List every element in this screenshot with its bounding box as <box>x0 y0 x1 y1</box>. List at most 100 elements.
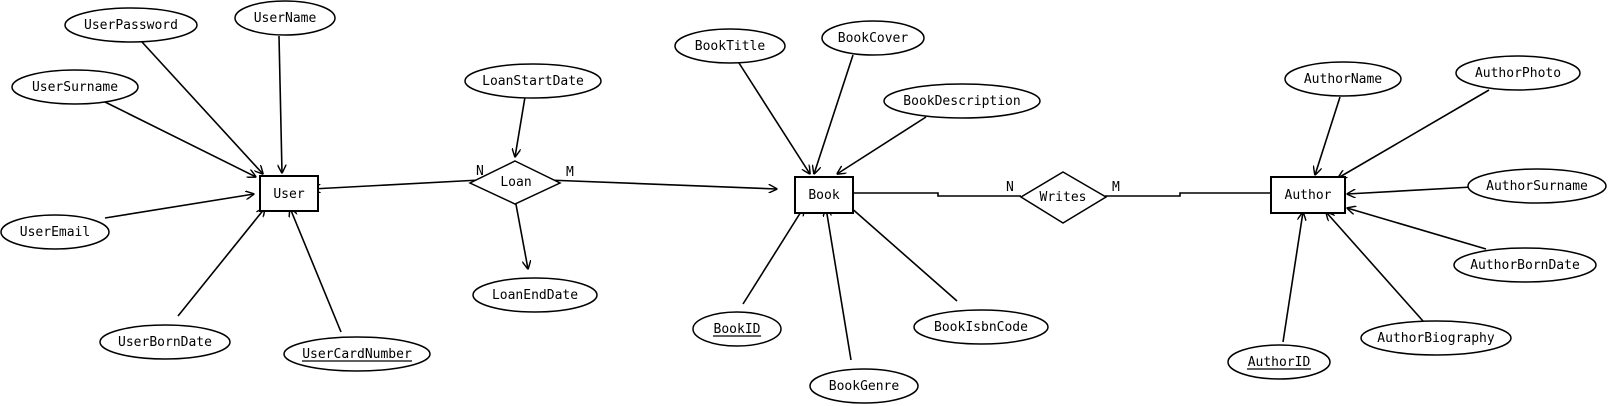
edge-authorid-author <box>1282 212 1303 343</box>
attr-author-surname[interactable]: AuthorSurname <box>1467 168 1607 204</box>
relationship-writes[interactable]: Writes N M <box>1006 171 1120 224</box>
relationship-loan-card-left: N <box>476 164 484 179</box>
attr-book-cover-ellipse <box>821 20 925 56</box>
attr-user-born-date-ellipse <box>99 324 231 360</box>
entity-user-box <box>259 175 319 212</box>
attr-book-title-ellipse <box>674 28 786 64</box>
relationship-writes-diamond <box>1019 171 1108 224</box>
edge-book-writes <box>853 192 1021 197</box>
attr-loan-end-date-ellipse <box>472 277 598 313</box>
attr-user-password-ellipse <box>64 7 198 43</box>
attr-book-title[interactable]: BookTitle <box>674 28 786 64</box>
entity-author-box <box>1270 176 1346 214</box>
attr-author-surname-ellipse <box>1467 168 1607 204</box>
relationship-loan[interactable]: Loan N M <box>468 160 574 205</box>
relationship-loan-diamond <box>468 160 562 205</box>
attr-book-description-label: BookDescription <box>903 94 1020 109</box>
attr-book-cover[interactable]: BookCover <box>821 20 925 56</box>
attr-loan-start-date[interactable]: LoanStartDate <box>464 63 602 99</box>
attr-user-password[interactable]: UserPassword <box>64 7 198 43</box>
attr-book-id[interactable]: BookID <box>692 311 782 347</box>
attr-user-surname-ellipse <box>11 69 139 105</box>
entity-user[interactable]: User <box>259 175 319 212</box>
attr-user-email[interactable]: UserEmail <box>0 214 110 250</box>
attr-loan-end-date-label: LoanEndDate <box>492 288 578 303</box>
edge-loan-book <box>546 179 777 189</box>
attr-book-genre[interactable]: BookGenre <box>809 368 919 404</box>
attr-book-description[interactable]: BookDescription <box>883 83 1041 119</box>
attr-user-email-label: UserEmail <box>20 225 90 240</box>
relationship-loan-card-right: M <box>566 165 574 180</box>
attr-user-name[interactable]: UserName <box>234 0 336 36</box>
attr-user-name-label: UserName <box>254 11 317 26</box>
attr-author-id-label: AuthorID <box>1248 355 1311 370</box>
attr-author-id[interactable]: AuthorID <box>1227 344 1331 380</box>
attr-user-born-date[interactable]: UserBornDate <box>99 324 231 360</box>
attr-author-photo-label: AuthorPhoto <box>1475 66 1561 81</box>
edge-userpassword-user <box>141 41 263 174</box>
edge-loan-loanenddate <box>514 198 528 269</box>
edge-bookid-book <box>742 207 804 305</box>
attr-author-name-ellipse <box>1284 61 1402 97</box>
attr-author-biography-ellipse <box>1360 320 1512 356</box>
attr-user-card-number-label: UserCardNumber <box>302 347 412 362</box>
edge-userborndate-user <box>177 208 265 317</box>
edge-writes-author <box>1105 192 1271 197</box>
edge-useremail-user <box>104 194 254 219</box>
attr-book-genre-ellipse <box>809 368 919 404</box>
edge-username-user <box>279 35 282 173</box>
attr-user-card-number[interactable]: UserCardNumber <box>283 336 431 372</box>
edge-bookgenre-book <box>826 208 852 361</box>
edge-authorphoto-author <box>1338 89 1490 178</box>
attr-user-surname[interactable]: UserSurname <box>11 69 139 105</box>
entity-book[interactable]: Book <box>794 176 854 214</box>
attr-loan-end-date[interactable]: LoanEndDate <box>472 277 598 313</box>
attr-book-id-label: BookID <box>714 322 761 337</box>
attr-author-surname-label: AuthorSurname <box>1486 179 1588 194</box>
attr-user-card-number-ellipse <box>283 336 431 372</box>
attr-author-born-date-ellipse <box>1453 247 1597 283</box>
edge-loanstartdate-loan <box>515 96 526 157</box>
relationship-loan-label: Loan <box>500 175 531 190</box>
attr-book-genre-label: BookGenre <box>829 379 900 394</box>
edge-usersurname-user <box>102 100 256 177</box>
relationship-writes-card-right: M <box>1112 180 1120 195</box>
relationship-writes-label: Writes <box>1040 190 1087 205</box>
attr-author-born-date-label: AuthorBornDate <box>1470 258 1580 273</box>
entity-book-label: Book <box>808 188 839 203</box>
edge-bookdescription-book <box>837 116 927 174</box>
edge-authorbiography-author <box>1326 212 1424 322</box>
attr-author-biography-label: AuthorBiography <box>1377 331 1495 346</box>
attr-author-photo-ellipse <box>1455 55 1581 91</box>
attr-book-title-label: BookTitle <box>695 39 766 54</box>
edge-bookcover-book <box>814 54 854 174</box>
attr-user-name-ellipse <box>234 0 336 36</box>
attr-book-isbn-code-ellipse <box>913 309 1049 345</box>
attr-book-id-ellipse <box>692 311 782 347</box>
attr-author-name[interactable]: AuthorName <box>1284 61 1402 97</box>
edge-bookisbncode-book <box>841 199 958 302</box>
attr-loan-start-date-ellipse <box>464 63 602 99</box>
attr-author-born-date[interactable]: AuthorBornDate <box>1453 247 1597 283</box>
attr-user-email-ellipse <box>0 214 110 250</box>
attr-author-photo[interactable]: AuthorPhoto <box>1455 55 1581 91</box>
edge-loan-user <box>312 179 481 189</box>
connectors <box>102 35 1490 361</box>
attr-author-id-ellipse <box>1227 344 1331 380</box>
edge-usercardnumber-user <box>290 208 342 333</box>
attr-author-name-label: AuthorName <box>1304 72 1382 87</box>
entity-user-label: User <box>273 187 304 202</box>
attr-user-password-label: UserPassword <box>84 18 178 33</box>
edge-authorsurname-author <box>1347 186 1473 194</box>
entity-author[interactable]: Author <box>1270 176 1346 214</box>
attr-author-biography[interactable]: AuthorBiography <box>1360 320 1512 356</box>
attr-book-cover-label: BookCover <box>838 31 909 46</box>
edge-booktitle-book <box>738 62 810 174</box>
attr-user-surname-label: UserSurname <box>32 80 118 95</box>
attr-book-isbn-code-label: BookIsbnCode <box>934 320 1028 335</box>
relationship-writes-card-left: N <box>1006 180 1014 195</box>
entity-book-box <box>794 176 854 214</box>
attr-book-isbn-code[interactable]: BookIsbnCode <box>913 309 1049 345</box>
entity-author-label: Author <box>1285 188 1332 203</box>
